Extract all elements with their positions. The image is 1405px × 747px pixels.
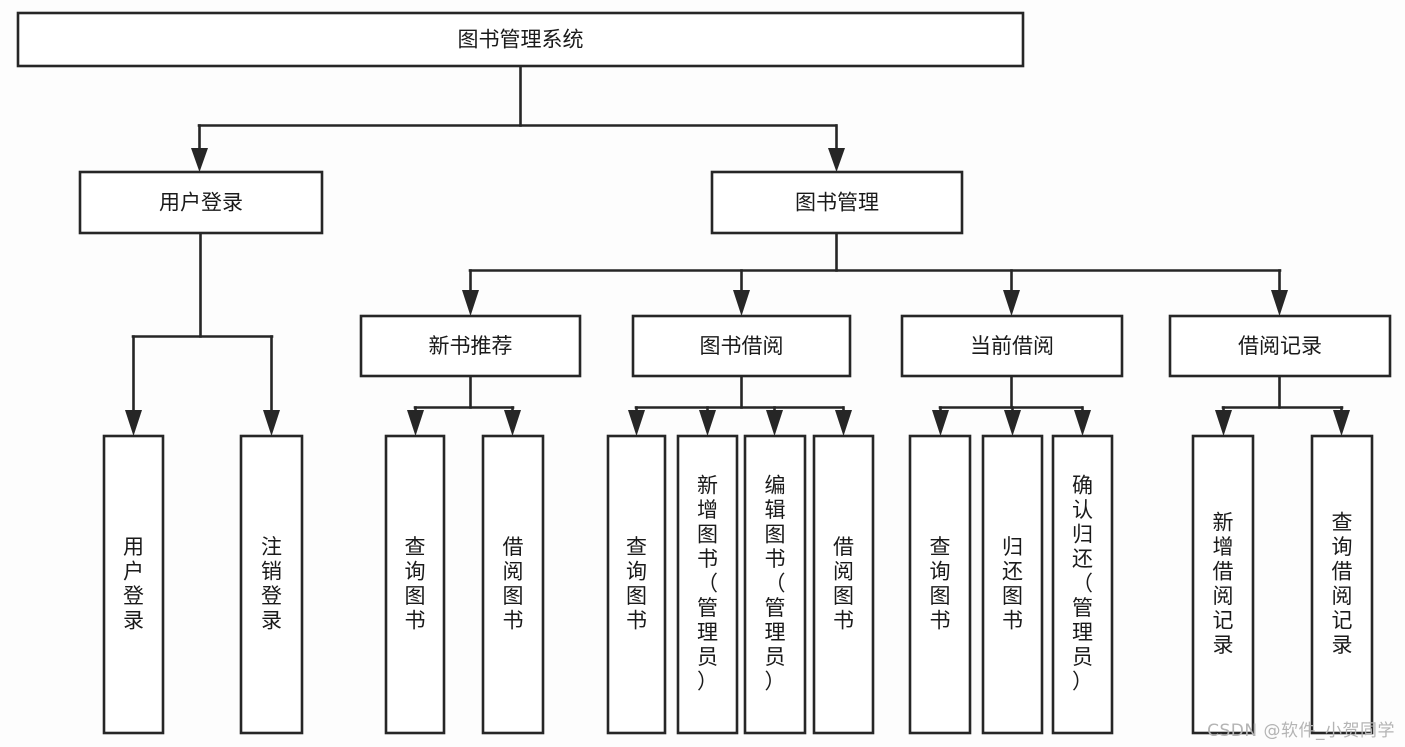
- node-label-book-manage: 图书管理: [795, 191, 879, 215]
- node-leaf-query-book-3[interactable]: 查询图书: [908, 434, 972, 735]
- arrow-head-book-manage: [828, 148, 845, 172]
- node-box-leaf-user-login[interactable]: [102, 434, 165, 735]
- node-label-leaf-logout: 注销登录: [261, 535, 282, 633]
- node-box-root[interactable]: [16, 11, 1025, 68]
- node-leaf-query-book-1[interactable]: 查询图书: [384, 434, 446, 735]
- arrow-head-new-book-recommend: [462, 290, 479, 316]
- node-label-root: 图书管理系统: [458, 28, 584, 52]
- node-user-login[interactable]: 用户登录: [78, 170, 324, 235]
- node-label-new-book-recommend: 新书推荐: [429, 334, 513, 358]
- node-label-current-borrow: 当前借阅: [970, 334, 1054, 358]
- node-box-current-borrow[interactable]: [900, 314, 1124, 378]
- node-leaf-add-book[interactable]: 新增图书（管理员）: [676, 434, 739, 735]
- arrow-head-leaf-return-book: [1004, 410, 1021, 436]
- arrow-head-leaf-query-record: [1333, 410, 1350, 436]
- node-leaf-borrow-book-1[interactable]: 借阅图书: [481, 434, 545, 735]
- node-box-leaf-query-book-2[interactable]: [606, 434, 667, 735]
- node-box-book-borrow[interactable]: [631, 314, 852, 378]
- node-box-user-login[interactable]: [78, 170, 324, 235]
- node-leaf-query-book-2[interactable]: 查询图书: [606, 434, 667, 735]
- arrow-head-leaf-add-book: [699, 410, 716, 436]
- node-box-leaf-borrow-book-2[interactable]: [812, 434, 875, 735]
- node-label-leaf-query-book-1: 查询图书: [405, 535, 426, 633]
- node-label-leaf-confirm-return: 确认归还（管理员）: [1072, 474, 1093, 694]
- node-label-book-borrow: 图书借阅: [700, 334, 784, 358]
- node-box-leaf-borrow-book-1[interactable]: [481, 434, 545, 735]
- node-leaf-confirm-return[interactable]: 确认归还（管理员）: [1051, 434, 1114, 735]
- arrow-head-leaf-query-book-2: [628, 410, 645, 436]
- node-box-leaf-add-book[interactable]: [676, 434, 739, 735]
- node-leaf-add-record[interactable]: 新增借阅记录: [1191, 434, 1255, 735]
- arrow-head-leaf-logout: [263, 410, 280, 436]
- node-book-manage[interactable]: 图书管理: [710, 170, 964, 235]
- node-root[interactable]: 图书管理系统: [16, 11, 1025, 68]
- arrow-head-current-borrow: [1003, 290, 1020, 316]
- node-label-leaf-borrow-book-1: 借阅图书: [503, 535, 524, 633]
- watermark-text: CSDN @软件_小贺同学: [1207, 721, 1395, 741]
- node-label-user-login: 用户登录: [159, 191, 243, 215]
- node-box-leaf-add-record[interactable]: [1191, 434, 1255, 735]
- node-box-leaf-query-book-3[interactable]: [908, 434, 972, 735]
- node-leaf-user-login[interactable]: 用户登录: [102, 434, 165, 735]
- node-book-borrow[interactable]: 图书借阅: [631, 314, 852, 378]
- node-label-leaf-borrow-book-2: 借阅图书: [833, 535, 854, 633]
- node-box-book-manage[interactable]: [710, 170, 964, 235]
- node-box-leaf-query-record[interactable]: [1310, 434, 1374, 735]
- arrow-head-leaf-query-book-1: [407, 410, 424, 436]
- node-box-leaf-query-book-1[interactable]: [384, 434, 446, 735]
- arrow-head-borrow-record: [1271, 290, 1288, 316]
- arrow-head-leaf-user-login: [125, 410, 142, 436]
- node-label-leaf-user-login: 用户登录: [123, 535, 144, 633]
- arrow-head-leaf-query-book-3: [932, 410, 949, 436]
- node-label-leaf-add-book: 新增图书（管理员）: [697, 474, 718, 694]
- node-box-leaf-return-book[interactable]: [981, 434, 1044, 735]
- node-label-leaf-query-book-2: 查询图书: [626, 535, 647, 633]
- node-layer: 图书管理系统用户登录图书管理新书推荐图书借阅当前借阅借阅记录用户登录注销登录查询…: [16, 11, 1392, 735]
- node-label-leaf-add-record: 新增借阅记录: [1213, 510, 1234, 657]
- arrow-head-user-login: [191, 148, 208, 172]
- node-label-leaf-query-book-3: 查询图书: [930, 535, 951, 633]
- node-label-leaf-query-record: 查询借阅记录: [1332, 510, 1353, 657]
- node-current-borrow[interactable]: 当前借阅: [900, 314, 1124, 378]
- node-label-leaf-edit-book: 编辑图书（管理员）: [765, 474, 786, 694]
- node-box-new-book-recommend[interactable]: [359, 314, 582, 378]
- arrow-head-leaf-add-record: [1215, 410, 1232, 436]
- node-borrow-record[interactable]: 借阅记录: [1168, 314, 1392, 378]
- node-new-book-recommend[interactable]: 新书推荐: [359, 314, 582, 378]
- node-box-leaf-confirm-return[interactable]: [1051, 434, 1114, 735]
- node-leaf-query-record[interactable]: 查询借阅记录: [1310, 434, 1374, 735]
- node-box-leaf-edit-book[interactable]: [743, 434, 807, 735]
- arrow-head-leaf-borrow-book-1: [504, 410, 521, 436]
- arrow-head-leaf-edit-book: [766, 410, 783, 436]
- node-box-leaf-logout[interactable]: [239, 434, 304, 735]
- node-leaf-borrow-book-2[interactable]: 借阅图书: [812, 434, 875, 735]
- arrow-head-leaf-confirm-return: [1074, 410, 1091, 436]
- node-label-borrow-record: 借阅记录: [1238, 334, 1322, 358]
- node-leaf-logout[interactable]: 注销登录: [239, 434, 304, 735]
- node-leaf-edit-book[interactable]: 编辑图书（管理员）: [743, 434, 807, 735]
- node-leaf-return-book[interactable]: 归还图书: [981, 434, 1044, 735]
- arrow-head-book-borrow: [733, 290, 750, 316]
- connector-layer: [125, 64, 1350, 436]
- arrow-head-leaf-borrow-book-2: [835, 410, 852, 436]
- node-box-borrow-record[interactable]: [1168, 314, 1392, 378]
- node-label-leaf-return-book: 归还图书: [1002, 535, 1023, 633]
